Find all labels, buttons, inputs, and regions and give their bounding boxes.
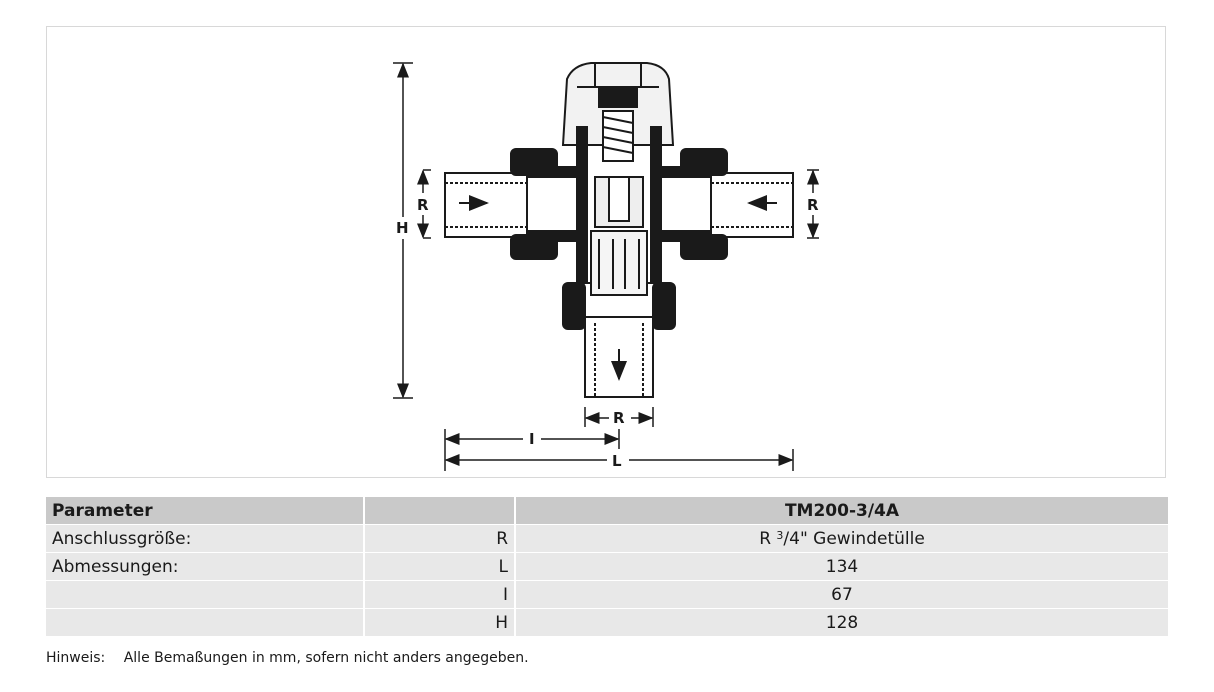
row-symbol: I: [363, 580, 515, 609]
row-value: 128: [514, 608, 1168, 637]
valve-drawing-svg: H R R R: [393, 62, 819, 471]
dimension-i: I: [444, 429, 620, 471]
row-value: 134: [514, 552, 1168, 581]
row-value: 67: [514, 580, 1168, 609]
table-row: I 67: [46, 580, 1168, 609]
dim-label-i: I: [529, 430, 535, 448]
dim-label-r-left: R: [417, 196, 429, 214]
table-row: Abmessungen: L 134: [46, 552, 1168, 581]
header-empty: [363, 497, 515, 525]
technical-drawing: H R R R: [46, 26, 1166, 478]
header-model: TM200-3/4A: [514, 497, 1168, 525]
footnote-text: Alle Bemaßungen in mm, sofern nicht ande…: [123, 650, 529, 666]
row-label: [46, 580, 364, 609]
row-label: [46, 608, 364, 637]
row-symbol: R: [363, 524, 515, 553]
dimension-l: L: [444, 449, 794, 471]
dimension-r-left: R: [417, 169, 431, 239]
table-row: H 128: [46, 608, 1168, 637]
flow-arrows: [459, 195, 777, 381]
specification-table: Parameter TM200-3/4A Anschlussgröße: R R…: [46, 497, 1168, 637]
table-header-row: Parameter TM200-3/4A: [46, 497, 1168, 525]
footnote: Hinweis: Alle Bemaßungen in mm, sofern n…: [46, 650, 529, 666]
row-value: R 3/4" Gewindetülle: [514, 524, 1168, 553]
table-row: Anschlussgröße: R R 3/4" Gewindetülle: [46, 524, 1168, 553]
dim-label-l: L: [612, 452, 622, 470]
row-symbol: L: [363, 552, 515, 581]
row-label: Anschlussgröße:: [46, 524, 364, 553]
row-symbol: H: [363, 608, 515, 637]
dimension-r-bottom: R: [584, 407, 654, 427]
valve-body: [444, 62, 794, 398]
footnote-label: Hinweis:: [46, 650, 106, 666]
row-label: Abmessungen:: [46, 552, 364, 581]
dim-label-r-right: R: [807, 196, 819, 214]
dimension-h: H: [393, 62, 413, 399]
dimension-r-right: R: [807, 169, 819, 239]
dim-label-h: H: [396, 219, 409, 237]
dim-label-r-bottom: R: [613, 409, 625, 427]
header-parameter: Parameter: [46, 497, 364, 525]
